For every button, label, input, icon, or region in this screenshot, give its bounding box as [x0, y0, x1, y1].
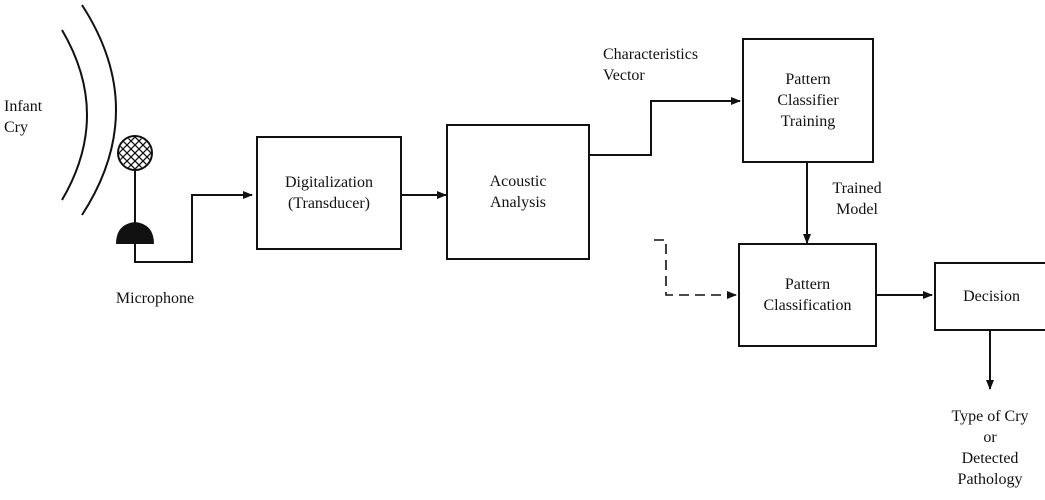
trained-model-label: Trained Model	[832, 180, 882, 218]
digitalization-box: Digitalization (Transducer)	[256, 136, 402, 250]
dashed-arrow-to-classification	[654, 239, 737, 299]
wire-mic-to-digitalization	[134, 191, 253, 263]
pattern-classification-label: Pattern Classification	[763, 276, 852, 314]
characteristics-vector-label: Characteristics Vector	[603, 46, 699, 84]
digitalization-label: Digitalization (Transducer)	[285, 174, 373, 212]
pattern-classification-box: Pattern Classification	[738, 243, 877, 347]
acoustic-analysis-label: Acoustic Analysis	[489, 173, 547, 211]
output-label: Type of Cry or Detected Pathology	[951, 408, 1029, 488]
acoustic-analysis-box: Acoustic Analysis	[446, 124, 590, 260]
pattern-classifier-training-label: Pattern Classifier Training	[777, 71, 839, 130]
sound-wave-outer-icon	[81, 4, 117, 216]
decision-label: Decision	[963, 288, 1020, 305]
arrow-acoustic-to-training	[590, 97, 741, 156]
microphone-icon	[116, 135, 154, 244]
pattern-classifier-training-box: Pattern Classifier Training	[742, 38, 874, 163]
sound-wave-inner-icon	[61, 29, 88, 201]
microphone-label: Microphone	[115, 290, 195, 307]
infant-cry-label: Infant Cry	[4, 98, 43, 136]
decision-box: Decision	[934, 262, 1045, 331]
